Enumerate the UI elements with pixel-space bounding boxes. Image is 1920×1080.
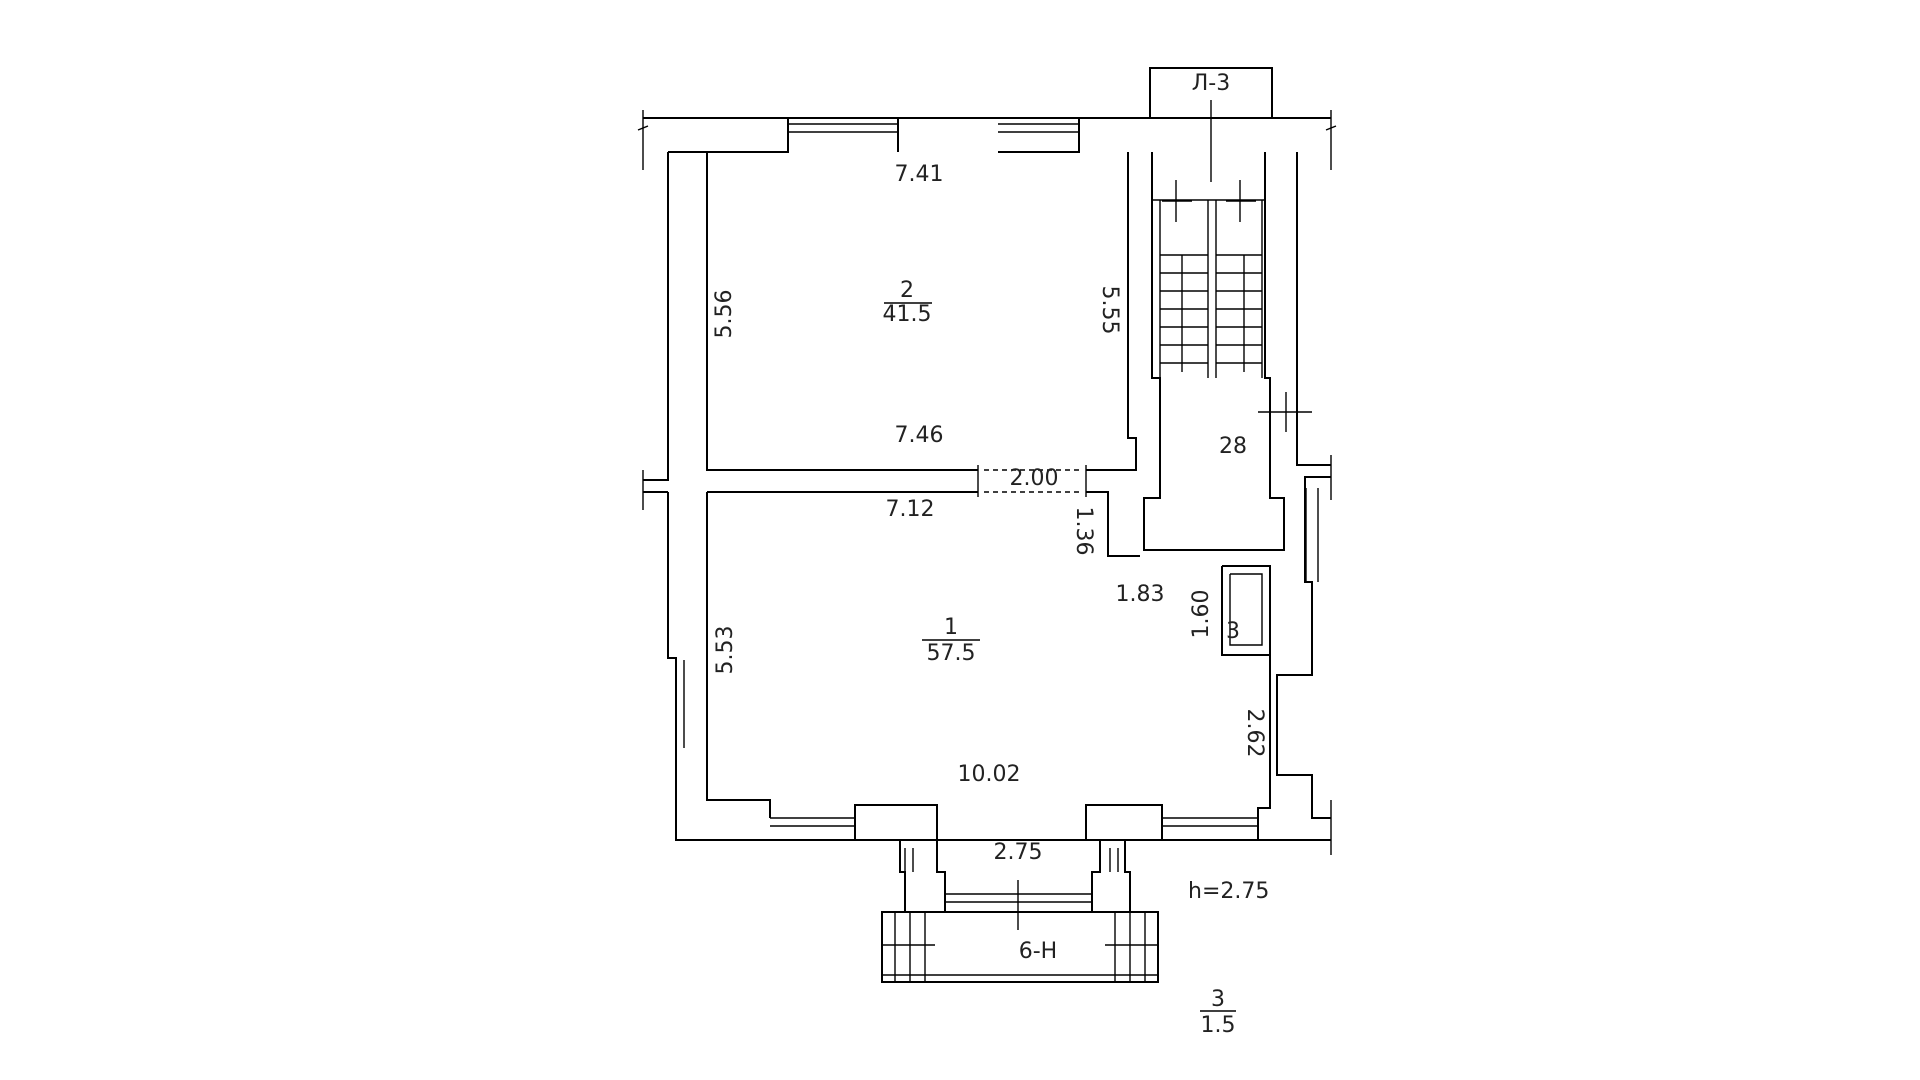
height-label: h=2.75: [1188, 879, 1269, 904]
interior-walls: [706, 152, 1285, 840]
stair-label: Л-3: [1192, 71, 1230, 96]
dim-r2-top: 7.41: [895, 162, 944, 187]
dim-r1-bottom: 10.02: [958, 762, 1021, 787]
dim-entrance: 2.75: [994, 840, 1043, 865]
dim-wc-height: 1.60: [1189, 590, 1214, 639]
dim-r1-top: 7.12: [886, 497, 935, 522]
fraction-denominator: 1.5: [1201, 1013, 1236, 1038]
entrance: [854, 804, 1163, 983]
room3-label: 3: [1226, 619, 1240, 644]
room1-area: 57.5: [927, 641, 976, 666]
break-marks: [637, 110, 1337, 855]
room1-number: 1: [944, 615, 958, 640]
dim-r1-left: 5.53: [713, 626, 738, 675]
dim-r1-right: 2.62: [1242, 709, 1267, 758]
room-labels: Л-3 2 41.5 1 57.5 28 3 6-Н h=2.75 3 1.5: [883, 71, 1270, 1038]
entry-label: 6-Н: [1019, 939, 1057, 964]
outer-walls: [643, 67, 1331, 841]
dimension-labels: 7.41 5.56 5.55 7.46 2.00 7.12 1.36 1.83 …: [712, 162, 1267, 865]
stairs: [1159, 100, 1312, 432]
dim-r2-bottom: 7.46: [895, 423, 944, 448]
room2-number: 2: [900, 278, 914, 303]
dim-opening: 2.00: [1010, 466, 1059, 491]
dim-r1-mid: 1.83: [1116, 582, 1165, 607]
room28-label: 28: [1219, 434, 1247, 459]
dim-r2-left: 5.56: [712, 290, 737, 339]
room2-area: 41.5: [883, 302, 932, 327]
windows: [675, 660, 1258, 827]
dim-r1-step: 1.36: [1071, 507, 1096, 556]
fraction-numerator: 3: [1211, 987, 1225, 1012]
dim-r2-right: 5.55: [1097, 286, 1122, 335]
room-opening: [977, 465, 1087, 497]
